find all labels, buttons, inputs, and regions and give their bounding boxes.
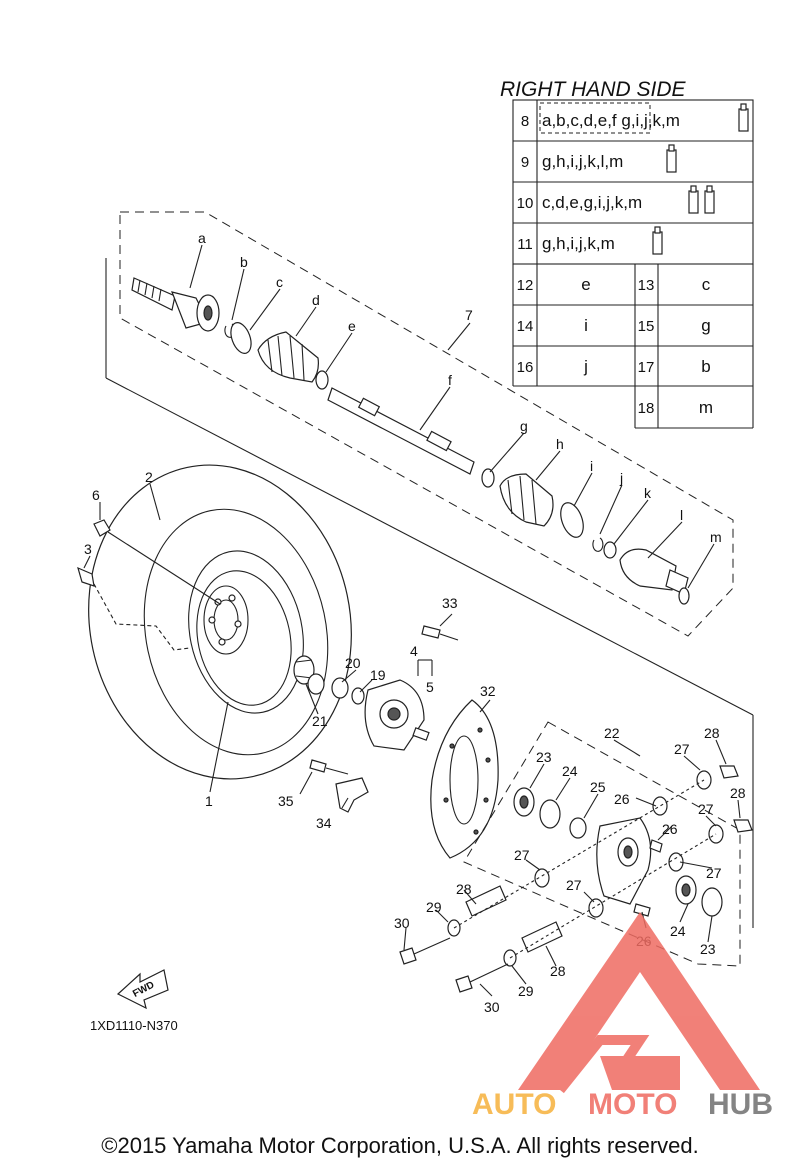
watermark-auto: AUTO xyxy=(472,1088,556,1121)
callout-3: 3 xyxy=(84,541,92,557)
table-cell-num: 12 xyxy=(517,277,534,294)
leader-lines xyxy=(189,244,715,589)
copyright-text: ©2015 Yamaha Motor Corporation, U.S.A. A… xyxy=(101,1133,698,1158)
wheel-tire xyxy=(88,464,352,780)
callout-28: 28 xyxy=(550,963,566,979)
callout-24: 23 xyxy=(700,941,716,957)
callout-24: 23 xyxy=(536,749,552,765)
number-leaders xyxy=(83,483,741,997)
fwd-arrow: FWD xyxy=(116,969,169,1010)
grease-tube-icon xyxy=(704,185,715,214)
diagram-code: 1XD1110-N370 xyxy=(90,1018,178,1033)
callout-29: 27 xyxy=(698,801,714,817)
callout-22: 22 xyxy=(604,725,620,741)
callout-34: 34 xyxy=(316,815,332,831)
callout-31: 28 xyxy=(704,725,720,741)
callout-d: d xyxy=(312,292,320,308)
grease-tube-icon xyxy=(666,144,677,173)
callout-28: 28 xyxy=(456,881,472,897)
callout-27: 26 xyxy=(614,791,630,807)
callout-l: l xyxy=(680,507,683,523)
table-cell-letter: g xyxy=(701,316,710,335)
callout-k: k xyxy=(644,485,652,501)
table-cell-letter: j xyxy=(583,357,588,376)
knuckle-group xyxy=(399,721,753,993)
number-callouts: 1 2 3 4 5 6 7 19 20 21 22 23 24 25 26 27… xyxy=(84,307,746,1015)
drive-shaft-group xyxy=(105,211,754,928)
table-cell-letter: i xyxy=(584,316,588,335)
table-cell-letter: e xyxy=(581,275,590,294)
callout-i: i xyxy=(590,458,593,474)
grease-tube-icon xyxy=(688,185,699,214)
cv-joint-outer xyxy=(131,277,220,332)
callout-c: c xyxy=(276,274,283,290)
table-row-num: 11 xyxy=(517,236,533,253)
callout-26: 26 xyxy=(662,821,678,837)
callout-j: j xyxy=(619,470,623,486)
table-cell-num: 13 xyxy=(638,277,655,294)
callout-7: 7 xyxy=(465,307,473,323)
callout-4: 4 xyxy=(410,643,418,659)
callout-2: 2 xyxy=(145,469,153,485)
callout-h: h xyxy=(556,436,564,452)
callout-29: 29 xyxy=(426,899,442,915)
callout-f: f xyxy=(448,372,452,388)
table-cell-num: 17 xyxy=(638,359,655,376)
callout-1: 1 xyxy=(205,793,213,809)
callout-a: a xyxy=(198,230,206,246)
table-cell-letter: b xyxy=(701,357,710,376)
callout-29: 29 xyxy=(518,983,534,999)
callout-g: g xyxy=(520,418,528,434)
callout-25: 25 xyxy=(590,779,606,795)
callout-20: 20 xyxy=(345,655,361,671)
callout-23: 24 xyxy=(670,923,686,939)
callout-31: 28 xyxy=(730,785,746,801)
callout-19: 19 xyxy=(370,667,386,683)
grease-tube-icon xyxy=(652,226,663,255)
grease-tube-icon xyxy=(738,103,749,132)
table-row-text: g,h,i,j,k,m xyxy=(542,234,615,253)
callout-b: b xyxy=(240,254,248,270)
watermark-hub: HUB xyxy=(708,1088,773,1121)
callout-33: 33 xyxy=(442,595,458,611)
callout-30: 30 xyxy=(394,915,410,931)
callout-29: 27 xyxy=(674,741,690,757)
callout-27: 27 xyxy=(514,847,530,863)
table-title: RIGHT HAND SIDE xyxy=(500,78,687,101)
callout-30: 30 xyxy=(484,999,500,1015)
callout-21: 21 xyxy=(312,713,328,729)
table-cell-num: 15 xyxy=(638,318,655,335)
callout-27: 27 xyxy=(566,877,582,893)
callout-23: 24 xyxy=(562,763,578,779)
table-row-num: 8 xyxy=(521,113,529,130)
callout-6: 6 xyxy=(92,487,100,503)
table-cell-letter: c xyxy=(702,275,711,294)
table-row-num: 9 xyxy=(521,154,529,171)
callout-e: e xyxy=(348,318,356,334)
callout-32: 32 xyxy=(480,683,496,699)
automotohub-logo: AUTO MOTO HUB xyxy=(472,912,773,1121)
table-row-num: 10 xyxy=(517,195,534,212)
table-row-text: a,b,c,d,e,f g,i,j,k,m xyxy=(542,111,680,130)
table-row-text: c,d,e,g,i,j,k,m xyxy=(542,193,642,212)
letter-callouts: a b c d e f g h i j k l m xyxy=(198,230,722,545)
table-cell-num: 16 xyxy=(517,359,534,376)
wheel-stud xyxy=(77,566,95,587)
callout-5: 5 xyxy=(426,679,434,695)
table-cell-num: 18 xyxy=(638,400,655,417)
hub-assembly xyxy=(293,625,499,859)
table-cell-num: 14 xyxy=(517,318,534,335)
lug-nut xyxy=(93,519,111,537)
table-row-text: g,h,i,j,k,l,m xyxy=(542,152,623,171)
callout-m: m xyxy=(710,529,722,545)
kit-table: RIGHT HAND SIDE 8 a,b,c,d,e,f g,i,j,k,m … xyxy=(500,78,754,429)
callout-35: 35 xyxy=(278,793,294,809)
callout-27: 27 xyxy=(706,865,722,881)
cv-joint-inner xyxy=(619,548,689,595)
table-cell-letter: m xyxy=(699,398,713,417)
watermark-moto: MOTO xyxy=(588,1088,677,1121)
axle-shaft xyxy=(327,387,475,475)
